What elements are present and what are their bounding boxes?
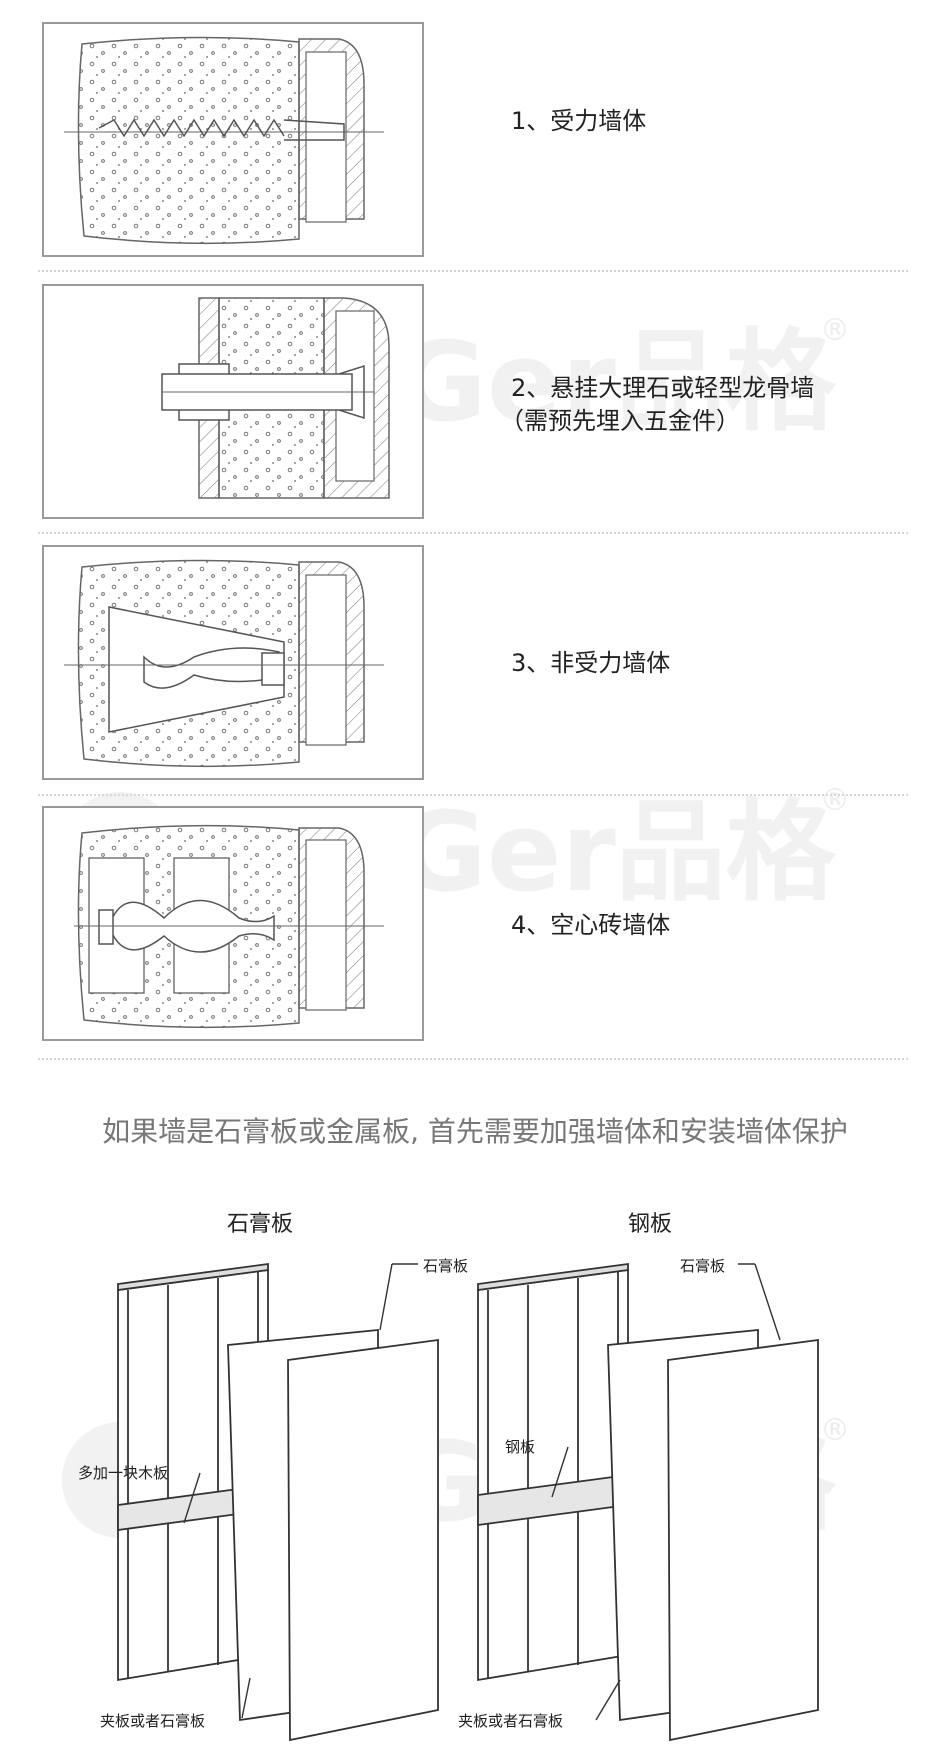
wall-diagram-steel [477,1262,819,1742]
mount-diagram-hollow-brick [42,806,424,1041]
label-gypsum-panel-right: 石膏板 [680,1257,726,1275]
mount-label-2: 2、悬挂大理石或轻型龙骨墙 [511,374,815,402]
divider [38,1058,908,1060]
mount-diagram-non-load-bearing [42,545,424,780]
mount-diagram-load-bearing [42,22,424,257]
mount-label-3: 3、非受力墙体 [511,649,671,677]
mount-label-1: 1、受力墙体 [511,107,647,135]
mount-diagram-suspended-wall [42,284,424,519]
label-plywood-gypsum-left: 夹板或者石膏板 [100,1712,206,1730]
svg-text:®: ® [820,313,850,348]
reinforcement-headline: 如果墙是石膏板或金属板, 首先需要加强墙体和安装墙体保护 [102,1115,848,1148]
wall-title-steel: 钢板 [627,1212,672,1237]
mount-sublabel-2: （需预先埋入五金件） [500,407,740,435]
divider [38,794,908,796]
label-steel-plate: 钢板 [505,1438,536,1456]
svg-text:®: ® [820,783,850,818]
divider [38,532,908,534]
wall-title-gypsum: 石膏板 [226,1212,293,1237]
label-wood-board: 多加一块木板 [78,1464,169,1482]
label-gypsum-panel-left: 石膏板 [423,1257,469,1275]
divider [38,270,908,272]
label-plywood-gypsum-right: 夹板或者石膏板 [458,1712,564,1730]
wall-diagrams [117,1262,819,1742]
wall-diagram-gypsum [117,1262,439,1742]
mount-label-4: 4、空心砖墙体 [511,911,671,939]
